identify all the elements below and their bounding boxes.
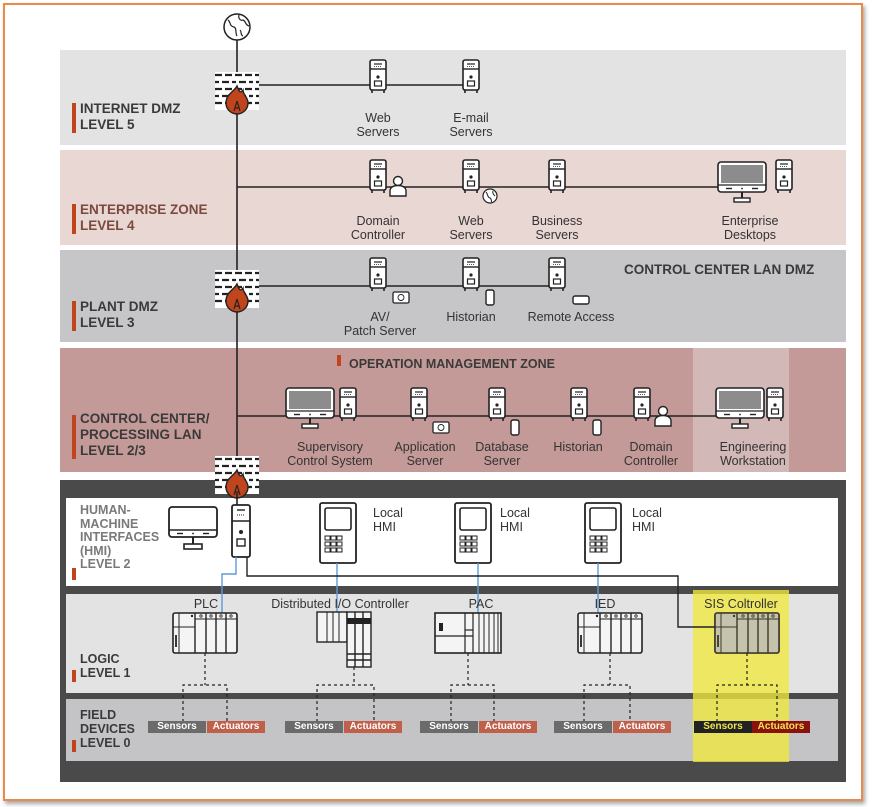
sis-link	[246, 557, 718, 628]
sensors-tag: Sensors	[285, 721, 343, 733]
node-label: Distributed I/O Controller	[271, 597, 409, 611]
node-label: SIS Coltroller	[704, 597, 778, 611]
hmi-links	[221, 557, 599, 628]
actuators-tag: Actuators	[613, 721, 671, 733]
pac-icon	[434, 612, 502, 654]
sensors-tag: Sensors	[554, 721, 612, 733]
local-hmi-icon	[319, 502, 357, 564]
desktop-monitor-icon	[285, 387, 335, 429]
node-label: Historian	[446, 310, 496, 324]
firewall-icon	[213, 268, 261, 314]
hmi-tower-icon	[231, 504, 251, 558]
field-device-links	[182, 653, 778, 722]
node-label: IED	[594, 597, 616, 611]
server-icon	[410, 387, 428, 422]
node-label: Historian	[553, 440, 603, 454]
laptop-icon	[572, 295, 590, 305]
local-hmi-icon	[454, 502, 492, 564]
actuators-tag: Actuators	[207, 721, 265, 733]
zone-internet-dmz	[60, 50, 846, 145]
sensors-tag: Sensors	[420, 721, 478, 733]
server-icon	[462, 257, 480, 292]
firewall-icon	[213, 70, 261, 116]
server-icon	[548, 257, 566, 292]
server-icon	[462, 159, 480, 194]
server-icon	[369, 257, 387, 292]
sensors-tag: Sensors	[148, 721, 206, 733]
sis-controller-icon	[714, 612, 780, 654]
server-icon	[339, 387, 357, 422]
node-label: PLC	[193, 597, 219, 611]
server-icon	[766, 387, 784, 422]
server-icon	[548, 159, 566, 194]
subzone-label-operation-management: OPERATION MANAGEMENT ZONE	[349, 357, 556, 371]
antivirus-icon	[432, 421, 450, 434]
zone-enterprise	[60, 150, 846, 245]
tablet-icon	[510, 419, 520, 436]
server-icon	[775, 159, 793, 194]
subzone-label-control-center-lan-dmz: CONTROL CENTER LAN DMZ	[624, 262, 815, 277]
zone-plant-dmz	[60, 250, 846, 342]
globe-icon	[482, 188, 498, 204]
server-icon	[633, 387, 651, 422]
server-icon	[488, 387, 506, 422]
tablet-icon	[592, 419, 602, 436]
tablet-icon	[485, 289, 495, 306]
globe-icon	[223, 13, 251, 41]
node-label: AV/Patch Server	[343, 310, 417, 338]
actuators-tag: Actuators	[344, 721, 402, 733]
node-label: PAC	[468, 597, 494, 611]
server-icon	[462, 59, 480, 94]
local-hmi-icon	[584, 502, 622, 564]
node-label: Remote Access	[527, 310, 615, 324]
antivirus-icon	[392, 291, 410, 304]
subzone-marker	[337, 355, 341, 366]
user-icon	[654, 405, 672, 427]
sis-actuators-tag: Actuators	[752, 721, 810, 733]
server-icon	[369, 159, 387, 194]
sis-sensors-tag: Sensors	[694, 721, 752, 733]
desktop-monitor-icon	[717, 161, 767, 203]
server-icon	[369, 59, 387, 94]
ied-icon	[577, 612, 643, 654]
hmi-desktop-icon	[168, 506, 218, 550]
firewall-icon	[213, 454, 261, 500]
distributed-io-icon	[316, 611, 372, 668]
user-icon	[389, 175, 407, 197]
plc-icon	[172, 612, 238, 654]
actuators-tag: Actuators	[479, 721, 537, 733]
desktop-monitor-icon	[715, 387, 765, 429]
server-icon	[570, 387, 588, 422]
